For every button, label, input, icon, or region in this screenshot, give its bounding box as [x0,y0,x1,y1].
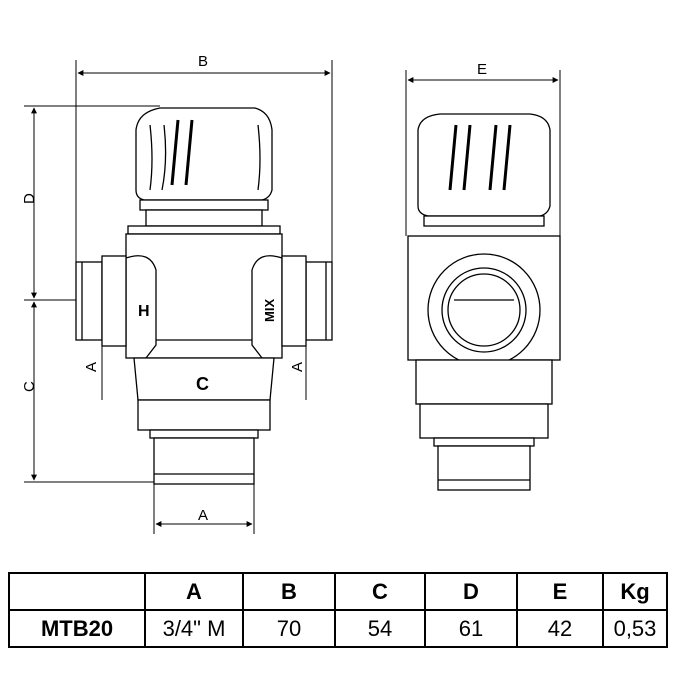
cell-d: 61 [424,609,518,648]
side-view [407,113,561,491]
spec-table: A B C D E Kg MTB20 3/4" M 70 54 61 42 0,… [8,572,668,648]
spec-table-header-row: A B C D E Kg [8,572,668,611]
dim-e-label: E [477,61,487,78]
front-lower-body [133,357,275,485]
header-cell-e: E [516,572,604,611]
cell-c: 54 [334,609,426,648]
front-knob [135,107,273,227]
side-body [407,235,561,367]
cell-b: 70 [242,609,336,648]
cold-mark: C [196,374,209,394]
dimension-lines [24,60,561,534]
dim-c-label: C [21,381,38,392]
header-cell-a: A [144,572,244,611]
technical-drawing: H MIX C [21,53,561,534]
hot-mark: H [138,303,150,320]
header-cell-model [8,572,146,611]
header-cell-c: C [334,572,426,611]
cell-e: 42 [516,609,604,648]
dim-a-right-label: A [289,362,306,372]
table-row: MTB20 3/4" M 70 54 61 42 0,53 [8,609,668,648]
side-knob [417,113,551,227]
header-cell-d: D [424,572,518,611]
front-port-right [281,255,333,347]
side-lower-body [415,359,553,491]
header-cell-b: B [242,572,336,611]
dim-a-bottom-label: A [198,507,208,524]
dim-d-label: D [21,193,38,204]
front-shoulder [127,225,281,235]
cell-a: 3/4" M [144,609,244,648]
front-port-left [75,255,127,347]
cell-model: MTB20 [8,609,146,648]
header-cell-kg: Kg [602,572,668,611]
dim-a-left-label: A [83,362,100,372]
front-body [125,233,283,359]
front-view: H MIX C [75,107,333,485]
mix-mark: MIX [262,299,277,322]
dim-b-label: B [198,53,208,70]
cell-kg: 0,53 [602,609,668,648]
